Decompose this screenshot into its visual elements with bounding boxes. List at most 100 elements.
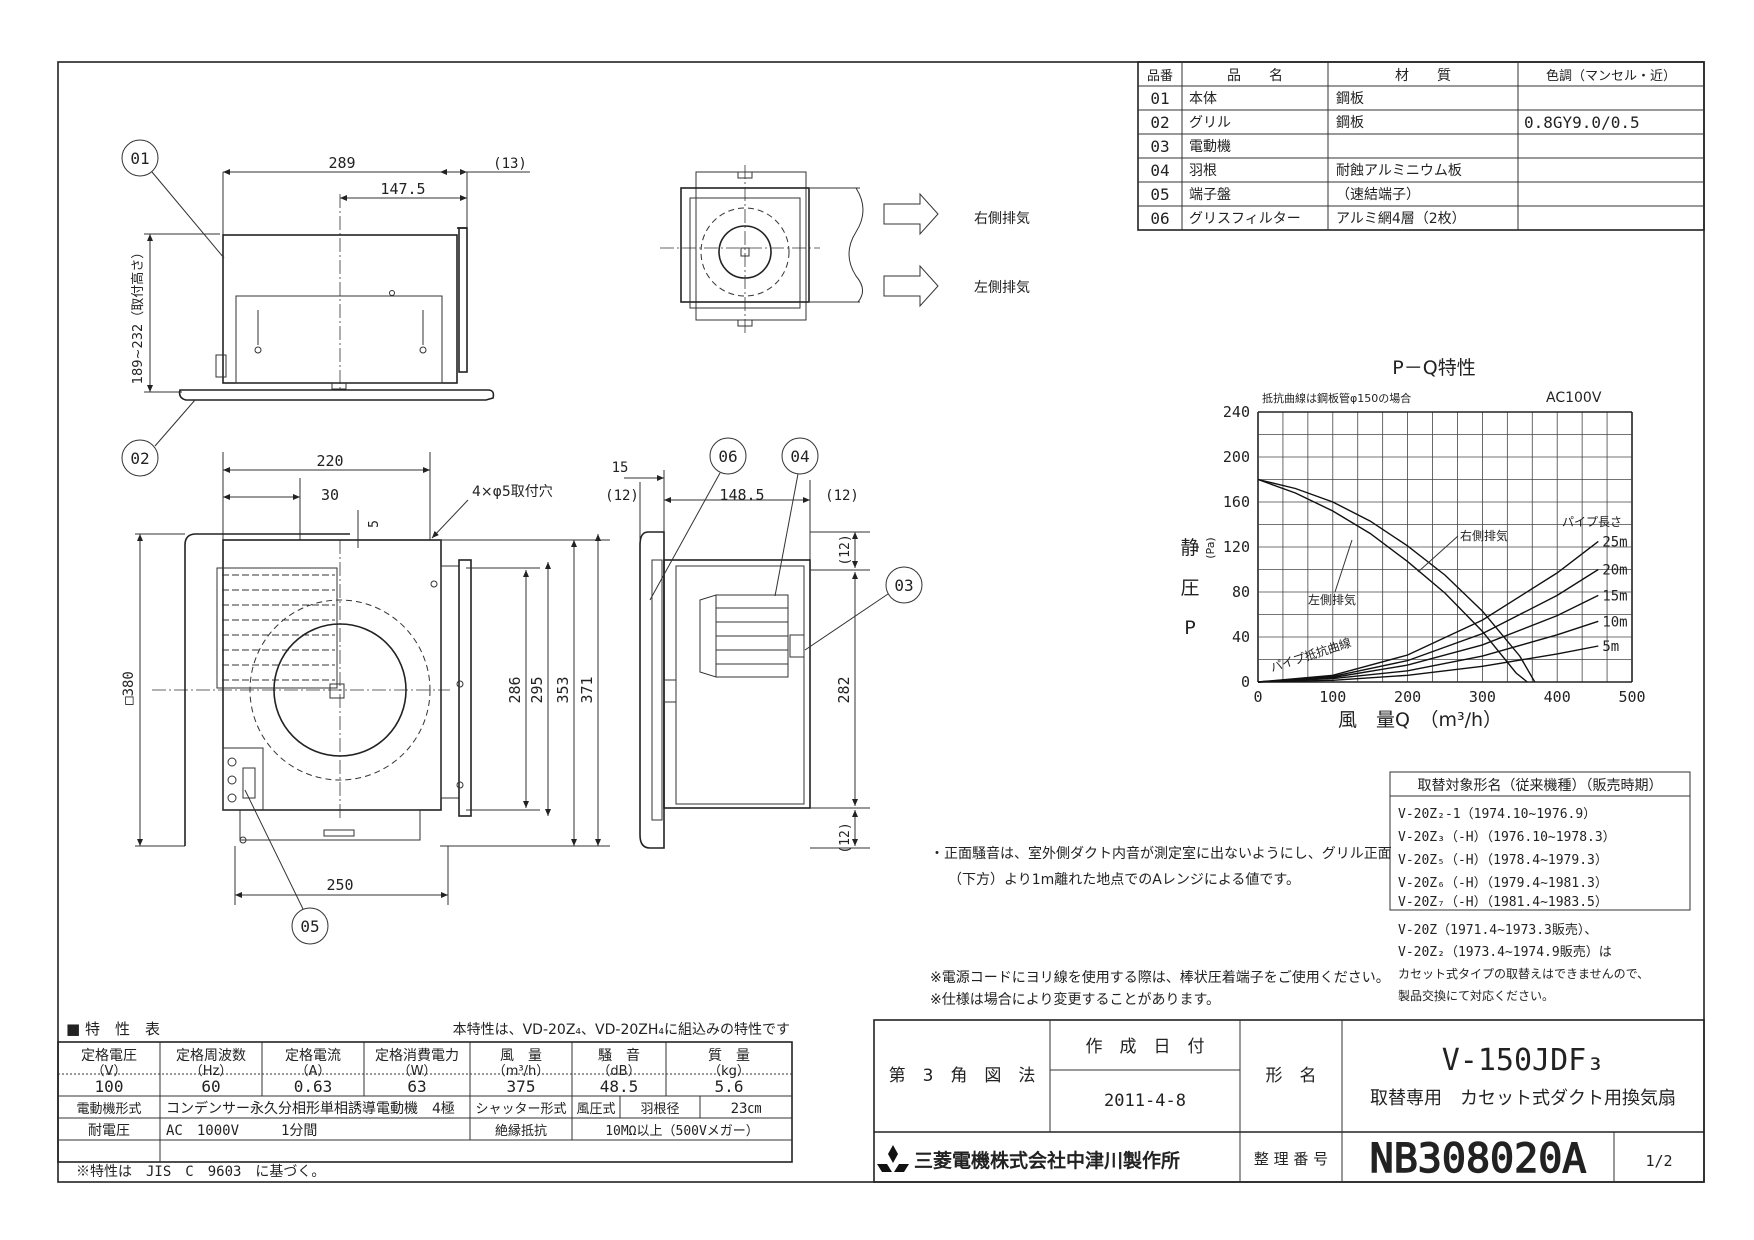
chart-title: P－Q特性 <box>1392 357 1475 379</box>
spec-value: 0.63 <box>294 1077 333 1096</box>
fan-curve-label: 右側排気 <box>1460 528 1508 543</box>
x-axis-label: 風 量Q （m³/h） <box>1338 709 1502 731</box>
y-axis-label: 静 <box>1180 537 1199 559</box>
model-label: 形 名 <box>1266 1066 1317 1086</box>
dim-sq380: □380 <box>121 671 137 705</box>
date-label: 作 成 日 付 <box>1086 1037 1205 1057</box>
parts-row-name: 羽根 <box>1189 163 1217 179</box>
company-name: 三菱電機株式会社中津川製作所 <box>914 1149 1180 1172</box>
dim-353: 353 <box>554 676 572 703</box>
page-number: 1/2 <box>1645 1152 1672 1170</box>
spec-motor-label: 電動機形式 <box>76 1102 141 1117</box>
dim-295: 295 <box>528 676 546 703</box>
spec-shutter-label: シャッター形式 <box>475 1102 566 1117</box>
spec-header-unit: （V） <box>92 1064 127 1079</box>
parts-row-material: 耐蝕アルミニウム板 <box>1336 162 1462 179</box>
dim-12-c: (12) <box>838 534 853 565</box>
y-axis-label: P <box>1184 617 1195 639</box>
replacement-row: V-20Z₅（-H）（1978.4~1979.3） <box>1398 853 1608 868</box>
mitsubishi-logo <box>877 1145 909 1172</box>
replacement-note: カセット式タイプの取替えはできませんので、 <box>1398 967 1649 981</box>
replacement-table: 取替対象形名（従来機種）（販売時期） V-20Z₂-1（1974.10~1976… <box>1389 771 1691 1003</box>
x-tick-label: 0 <box>1253 688 1262 706</box>
pipe-curve <box>1257 540 1599 683</box>
pipe-curve <box>1257 568 1599 683</box>
x-tick-label: 500 <box>1618 688 1645 706</box>
note-spec: ※仕様は場合により変更することがあります。 <box>930 991 1220 1008</box>
model-description: 取替専用 カセット式ダクト用換気扇 <box>1370 1088 1676 1109</box>
dim-289: 289 <box>328 154 355 172</box>
label-mounting-holes: 4×φ5取付穴 <box>472 484 553 500</box>
dim-13: (13) <box>493 156 527 172</box>
pipe-length-label: 20m <box>1602 563 1627 579</box>
pipe-curve <box>1257 620 1599 683</box>
parts-header-material: 材 質 <box>1395 68 1451 84</box>
x-tick-label: 100 <box>1319 688 1346 706</box>
dim-15: 15 <box>612 460 629 476</box>
dim-371: 371 <box>578 676 596 703</box>
parts-header-name: 品 名 <box>1227 68 1283 84</box>
parts-row-no: 01 <box>1150 89 1169 108</box>
parts-row-color: 0.8GY9.0/0.5 <box>1524 113 1640 132</box>
spec-table: ■ 特 性 表 本特性は、VD-20Z₄、VD-20ZH₄に組込みの特性です 定… <box>57 1020 793 1180</box>
spec-insulation-value: 10MΩ以上（500Vメガー） <box>605 1124 759 1139</box>
y-tick-label: 0 <box>1241 673 1250 691</box>
spec-header-unit: （dB） <box>597 1064 640 1079</box>
spec-shutter-value: 風圧式 <box>576 1102 615 1117</box>
dim-5: 5 <box>367 520 382 528</box>
x-tick-label: 300 <box>1469 688 1496 706</box>
spec-value: 375 <box>507 1077 536 1096</box>
side-view: 289 147.5 (13) 189~232（取付高さ） <box>130 154 530 401</box>
parts-row-material: （速結端子） <box>1336 187 1420 203</box>
y-axis-unit: (Pa) <box>1204 537 1217 558</box>
spec-header: 定格周波数 <box>176 1048 246 1064</box>
spec-value: 100 <box>95 1077 124 1096</box>
spec-header-unit: （W） <box>398 1064 437 1079</box>
dim-147-5: 147.5 <box>380 180 425 198</box>
section-view: 15 (12) 148.5 (12) (12) 282 (12) <box>605 460 870 854</box>
title-block: 第 3 角 図 法 作 成 日 付 2011-4-8 形 名 V-150JDF₃… <box>873 1019 1705 1183</box>
spec-note: 本特性は、VD-20Z₄、VD-20ZH₄に組込みの特性です <box>453 1022 790 1038</box>
y-tick-label: 120 <box>1223 538 1250 556</box>
number-label: 整 理 番 号 <box>1254 1150 1328 1168</box>
spec-motor-value: コンデンサー永久分相形単相誘導電動機 4極 <box>166 1100 455 1117</box>
replacement-row: V-20Z₆（-H）（1979.4~1981.3） <box>1398 876 1608 891</box>
parts-row-no: 03 <box>1150 137 1169 156</box>
pipe-length-label: 5m <box>1602 639 1619 655</box>
replacement-note: 製品交換にて対応ください。 <box>1398 988 1554 1003</box>
dim-286: 286 <box>506 676 524 703</box>
spec-header: 定格消費電力 <box>375 1048 459 1064</box>
parts-row-name: 端子盤 <box>1189 187 1231 203</box>
top-view: 右側排気 左側排気 <box>660 165 1030 335</box>
spec-withstand-value: AC 1000V 1分間 <box>166 1123 317 1139</box>
parts-row-name: 本体 <box>1189 91 1217 107</box>
pipe-length-label: 15m <box>1602 588 1627 604</box>
replacement-title: 取替対象形名（従来機種）（販売時期） <box>1418 778 1663 794</box>
dim-189-232: 189~232（取付高さ） <box>130 246 146 385</box>
note-noise-2: （下方）より1m離れた地点でのAレンジによる値です。 <box>948 871 1300 888</box>
spec-insulation-label: 絶縁抵抗 <box>495 1123 547 1139</box>
projection-method: 第 3 角 図 法 <box>889 1066 1036 1086</box>
model-name: V-150JDF₃ <box>1442 1043 1605 1078</box>
spec-header: 質 量 <box>708 1048 750 1064</box>
replacement-row: V-20Z₂-1（1974.10~1976.9） <box>1398 807 1596 822</box>
spec-header: 定格電流 <box>285 1048 341 1064</box>
spec-blade-label: 羽根径 <box>640 1102 679 1117</box>
callout-05: 05 <box>300 917 319 936</box>
spec-value: 63 <box>407 1077 426 1096</box>
note-noise-1: ・正面騒音は、室外側ダクト内音が測定室に出ないようにし、グリル正面 <box>930 845 1392 862</box>
y-tick-label: 160 <box>1223 493 1250 511</box>
y-tick-label: 80 <box>1232 583 1250 601</box>
spec-value: 60 <box>201 1077 220 1096</box>
parts-row-material: アルミ網4層（2枚） <box>1336 211 1466 227</box>
y-tick-label: 240 <box>1223 403 1250 421</box>
parts-row-name: 電動機 <box>1189 139 1231 155</box>
callout-01: 01 <box>130 149 149 168</box>
label-right-exhaust: 右側排気 <box>974 211 1030 227</box>
spec-footnote: ※特性は JIS C 9603 に基づく。 <box>76 1163 325 1180</box>
drawing-number: NB308020A <box>1370 1136 1587 1182</box>
chart-subtitle: 抵抗曲線は鋼板管φ150の場合 <box>1262 391 1411 405</box>
date-value: 2011-4-8 <box>1104 1091 1186 1111</box>
callout-02: 02 <box>130 449 149 468</box>
